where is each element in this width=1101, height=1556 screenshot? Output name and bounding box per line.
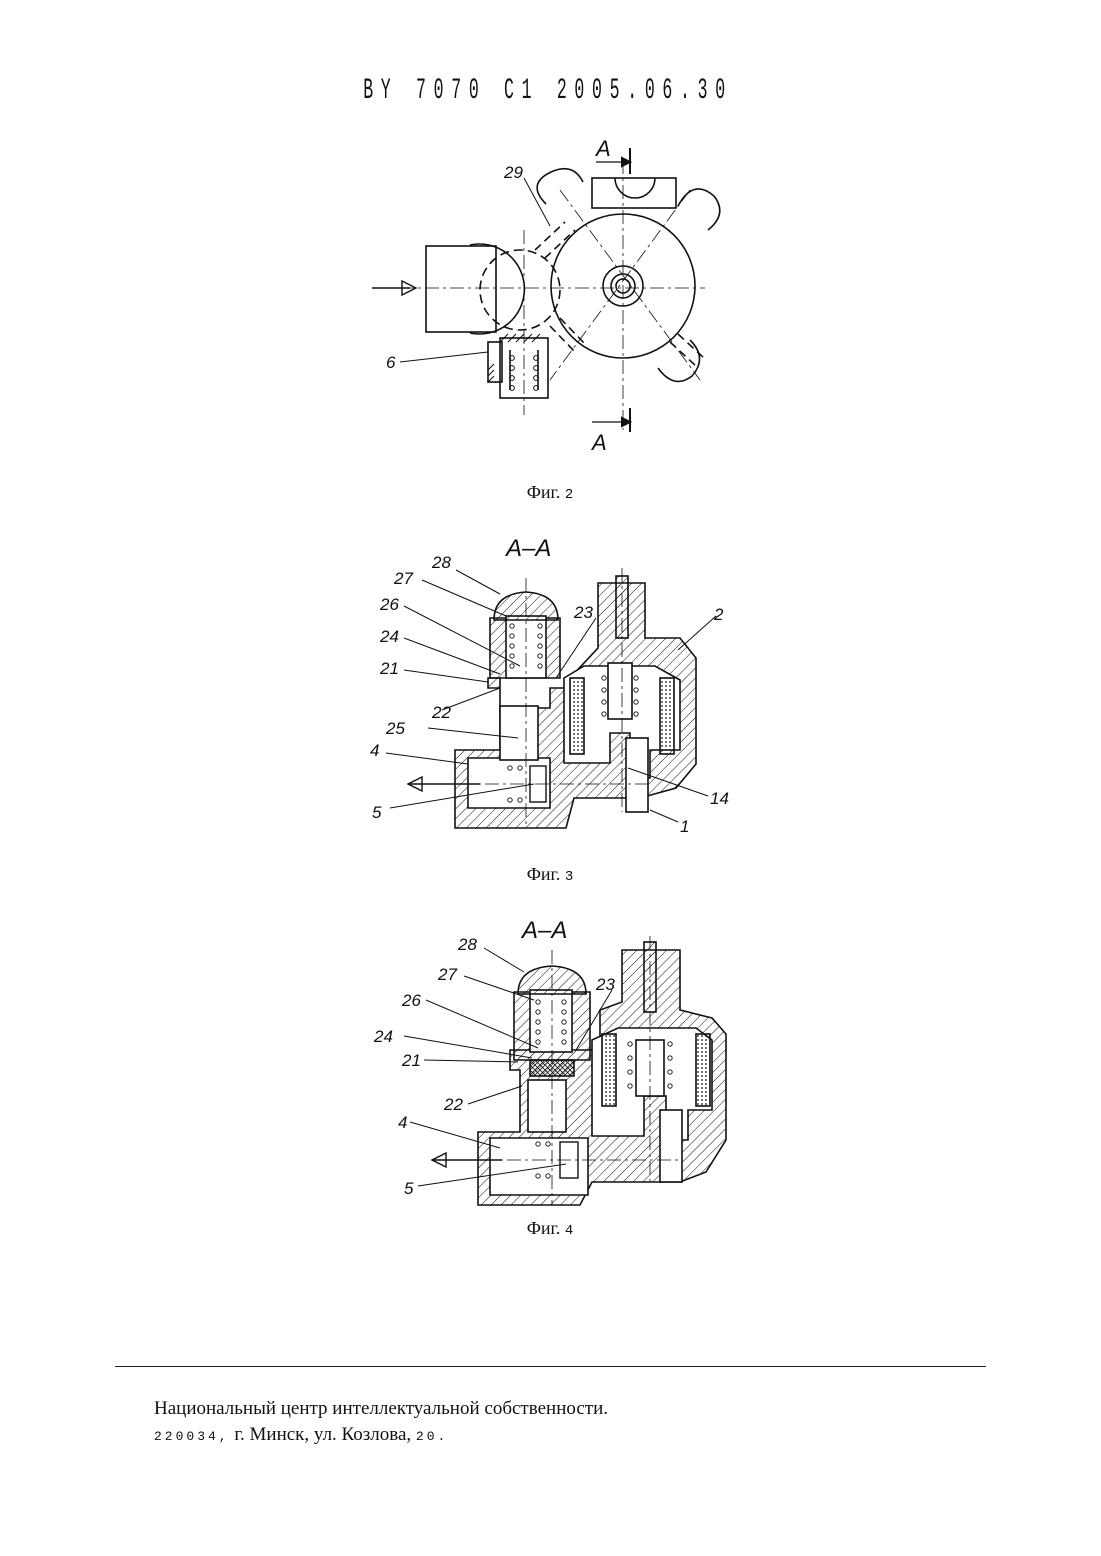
figure-3-drawing: A–A 28 27 26 24 21 22 25 4 5 23 2 14 1 (360, 528, 740, 848)
label-26: 26 (401, 991, 421, 1010)
figure-3-caption: Фиг. 3 (450, 864, 650, 885)
figure-4-caption: Фиг. 4 (450, 1218, 650, 1239)
caption-number: 3 (565, 869, 573, 885)
section-label-top: A (594, 136, 611, 161)
footer-street: г. Минск, ул. Козлова, (230, 1424, 416, 1445)
figure-4-drawing: A–A 28 27 26 24 21 22 4 5 23 (360, 910, 740, 1210)
label-25: 25 (385, 719, 405, 738)
caption-word: Фиг. (527, 1218, 561, 1238)
footer-divider (115, 1366, 986, 1367)
label-24: 24 (373, 1027, 393, 1046)
label-28: 28 (431, 553, 451, 572)
label-2: 2 (713, 605, 724, 624)
label-29: 29 (503, 163, 523, 182)
footer-org-name: Национальный центр интеллектуальной собс… (154, 1398, 608, 1420)
footer-postcode: 220034, (154, 1429, 230, 1444)
label-27: 27 (393, 569, 413, 588)
label-24: 24 (379, 627, 399, 646)
label-23: 23 (573, 603, 593, 622)
document-header: BY 7070 C1 2005.06.30 (245, 74, 851, 108)
section-label-bottom: A (590, 430, 607, 455)
label-4: 4 (370, 741, 379, 760)
label-6: 6 (386, 353, 396, 372)
label-28: 28 (457, 935, 477, 954)
section-title: A–A (504, 535, 551, 562)
label-21: 21 (401, 1051, 421, 1070)
label-4: 4 (398, 1113, 407, 1132)
section-title: A–A (520, 917, 567, 944)
footer-house-number: 20. (416, 1429, 448, 1444)
label-21: 21 (379, 659, 399, 678)
label-22: 22 (431, 703, 451, 722)
footer-address: 220034, г. Минск, ул. Козлова, 20. (154, 1424, 448, 1446)
label-27: 27 (437, 965, 457, 984)
label-5: 5 (372, 803, 382, 822)
caption-word: Фиг. (527, 864, 561, 884)
figure-2-caption: Фиг. 2 (450, 482, 650, 503)
caption-number: 4 (565, 1223, 573, 1239)
label-26: 26 (379, 595, 399, 614)
caption-word: Фиг. (527, 482, 561, 502)
label-5: 5 (404, 1179, 414, 1198)
label-1: 1 (680, 817, 689, 836)
label-23: 23 (595, 975, 615, 994)
figure-2-drawing: A A 29 6 (360, 130, 740, 460)
caption-number: 2 (565, 487, 573, 503)
label-14: 14 (710, 789, 729, 808)
label-22: 22 (443, 1095, 463, 1114)
